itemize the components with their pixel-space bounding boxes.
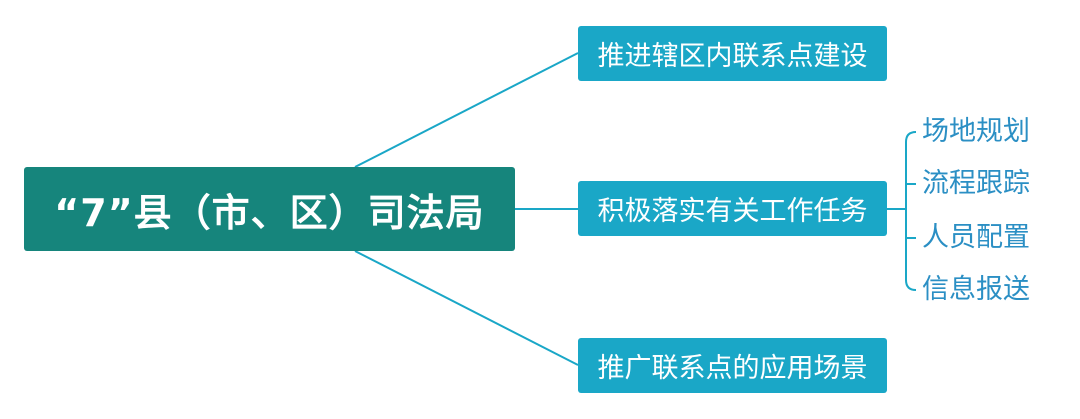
root-node-judicial-bureau: “7”县（市、区）司法局 <box>24 167 515 251</box>
leaf-process-tracking: 流程跟踪 <box>922 168 1030 199</box>
leaf-information-reporting: 信息报送 <box>922 274 1030 305</box>
connector-root-to-branch-1 <box>354 52 579 168</box>
leaf-site-planning: 场地规划 <box>922 116 1030 147</box>
leaf-staffing: 人员配置 <box>922 222 1030 253</box>
branch-node-label: 推进辖区内联系点建设 <box>597 41 868 72</box>
root-node-label: “7”县（市、区）司法局 <box>54 190 485 235</box>
leaf-bracket <box>905 131 917 291</box>
branch-node-work-tasks: 积极落实有关工作任务 <box>578 181 887 236</box>
branch-node-application-scenarios: 推广联系点的应用场景 <box>578 338 887 393</box>
branch-node-label: 推广联系点的应用场景 <box>597 353 868 384</box>
branch-node-label: 积极落实有关工作任务 <box>597 196 868 227</box>
connector-root-to-branch-3 <box>354 250 579 366</box>
branch-node-contact-point-construction: 推进辖区内联系点建设 <box>578 26 887 81</box>
